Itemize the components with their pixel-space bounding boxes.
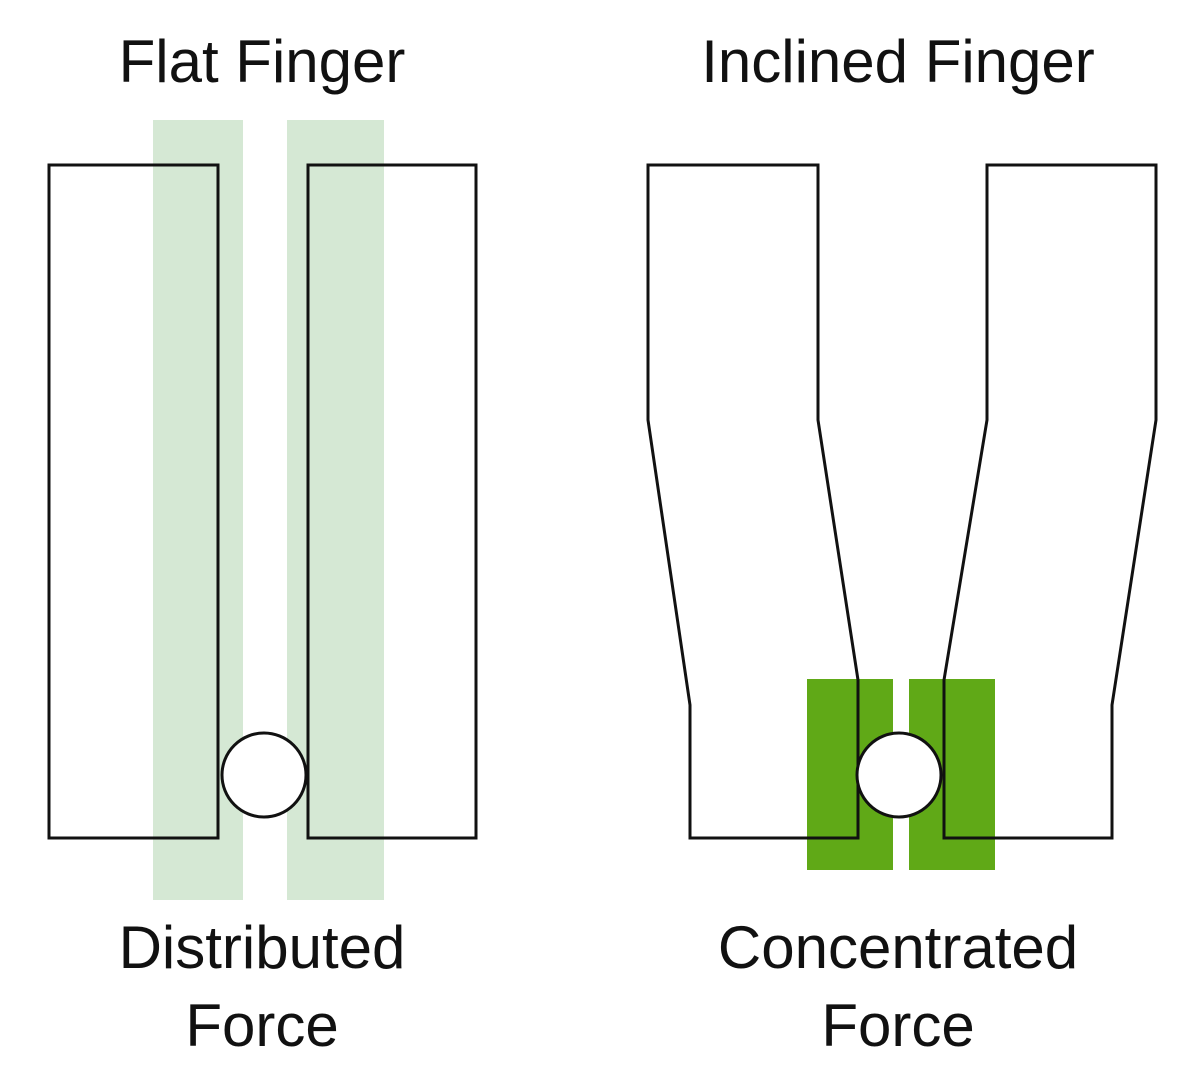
flat-finger-panel: Flat Finger Distributed Force — [47, 28, 478, 1059]
flat-finger-title: Flat Finger — [119, 28, 406, 95]
flat-finger-grasped-object — [220, 731, 308, 819]
inclined-finger-panel: Inclined Finger Concentrated Force — [646, 28, 1158, 1059]
inclined-finger-right-jaw — [942, 163, 1158, 840]
flat-finger-right-jaw — [306, 163, 478, 840]
inclined-finger-caption-line2: Force — [821, 992, 974, 1059]
inclined-finger-left-jaw — [646, 163, 860, 840]
inclined-finger-title: Inclined Finger — [701, 28, 1095, 95]
flat-finger-caption-line1: Distributed — [119, 914, 406, 981]
flat-finger-caption-line2: Force — [185, 992, 338, 1059]
inclined-finger-grasped-object — [855, 731, 943, 819]
inclined-finger-caption-line1: Concentrated — [718, 914, 1078, 981]
flat-finger-left-jaw — [47, 163, 220, 840]
